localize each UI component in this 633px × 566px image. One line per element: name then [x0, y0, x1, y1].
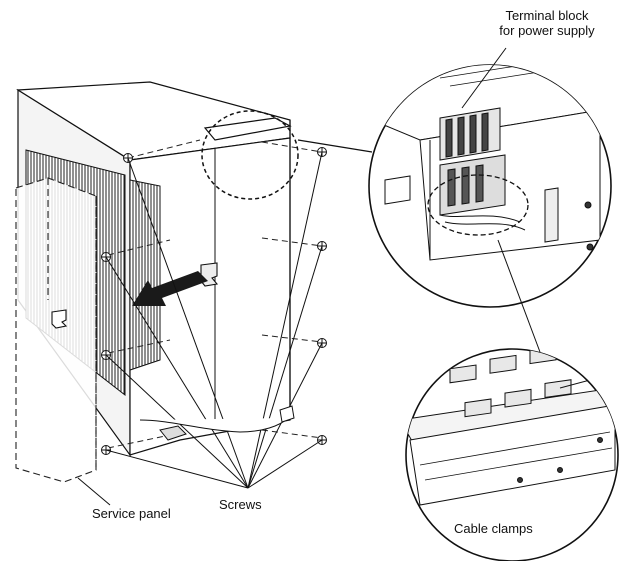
service-panel: [15, 177, 97, 483]
terminal-block-icon: [439, 107, 501, 161]
direction-arrow-icon: [132, 271, 208, 306]
service-panel-label: Service panel: [92, 506, 171, 521]
screw-guide-lines: [107, 139, 323, 449]
service-panel-leader: [77, 477, 111, 506]
cable-clamps-label: Cable clamps: [454, 521, 533, 536]
screws-leader-lines: [105, 151, 323, 489]
unit-base-wiring: [139, 405, 295, 441]
cable-clamp-icon: [544, 187, 559, 243]
unit-top-cover: [203, 117, 292, 141]
screws-label: Screws: [219, 497, 262, 512]
highlight-circle: [201, 110, 299, 200]
zoom-cable-clamps: [405, 348, 619, 562]
zoom-connector: [297, 139, 373, 153]
zoom-terminal-block: [368, 64, 612, 308]
terminal-block-leader: [461, 47, 507, 109]
cable-clamp-icon: [449, 349, 597, 418]
cable-clamps-connector: [497, 239, 541, 353]
terminal-block-label: Terminal block for power supply: [499, 8, 595, 38]
